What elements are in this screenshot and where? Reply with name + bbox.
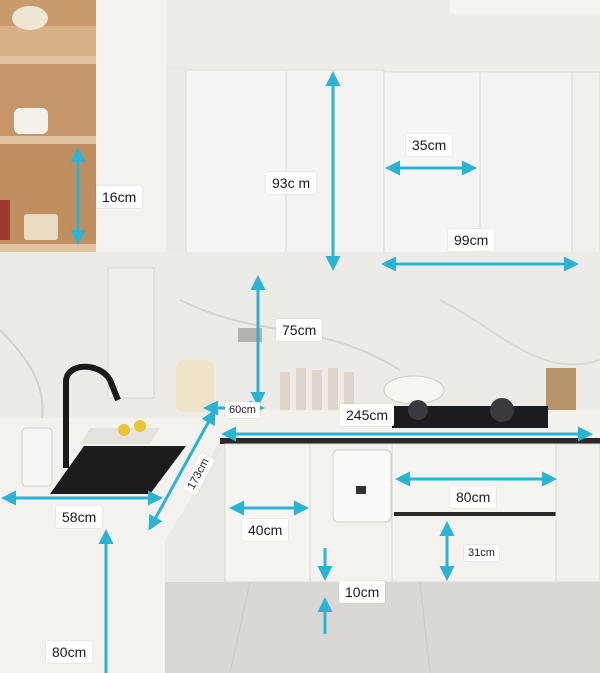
label-backsplash-height: 75cm	[276, 319, 323, 341]
upper-cabinet-left	[96, 0, 166, 268]
label-door-width: 35cm	[406, 134, 453, 156]
label-counter-run: 245cm	[340, 404, 395, 426]
open-wood-shelf	[0, 0, 98, 252]
label-corner-return: 60cm	[225, 402, 260, 418]
label-drawer-width: 80cm	[450, 486, 497, 508]
upper-cabinets	[185, 69, 600, 273]
label-shelf-height: 16cm	[96, 186, 143, 208]
label-upper-cabinet-height: 93c m	[266, 172, 317, 194]
label-hood-width: 99cm	[448, 229, 495, 251]
label-toe-kick-height: 10cm	[339, 581, 386, 603]
label-sink-depth: 58cm	[56, 506, 103, 528]
label-drawer-height: 31cm	[464, 545, 499, 561]
label-lower-door-width: 40cm	[242, 519, 289, 541]
arrow-corner-diagonal	[148, 409, 216, 531]
faucet	[63, 363, 121, 468]
countertop-items	[176, 360, 576, 412]
label-counter-height: 80cm	[46, 641, 93, 663]
